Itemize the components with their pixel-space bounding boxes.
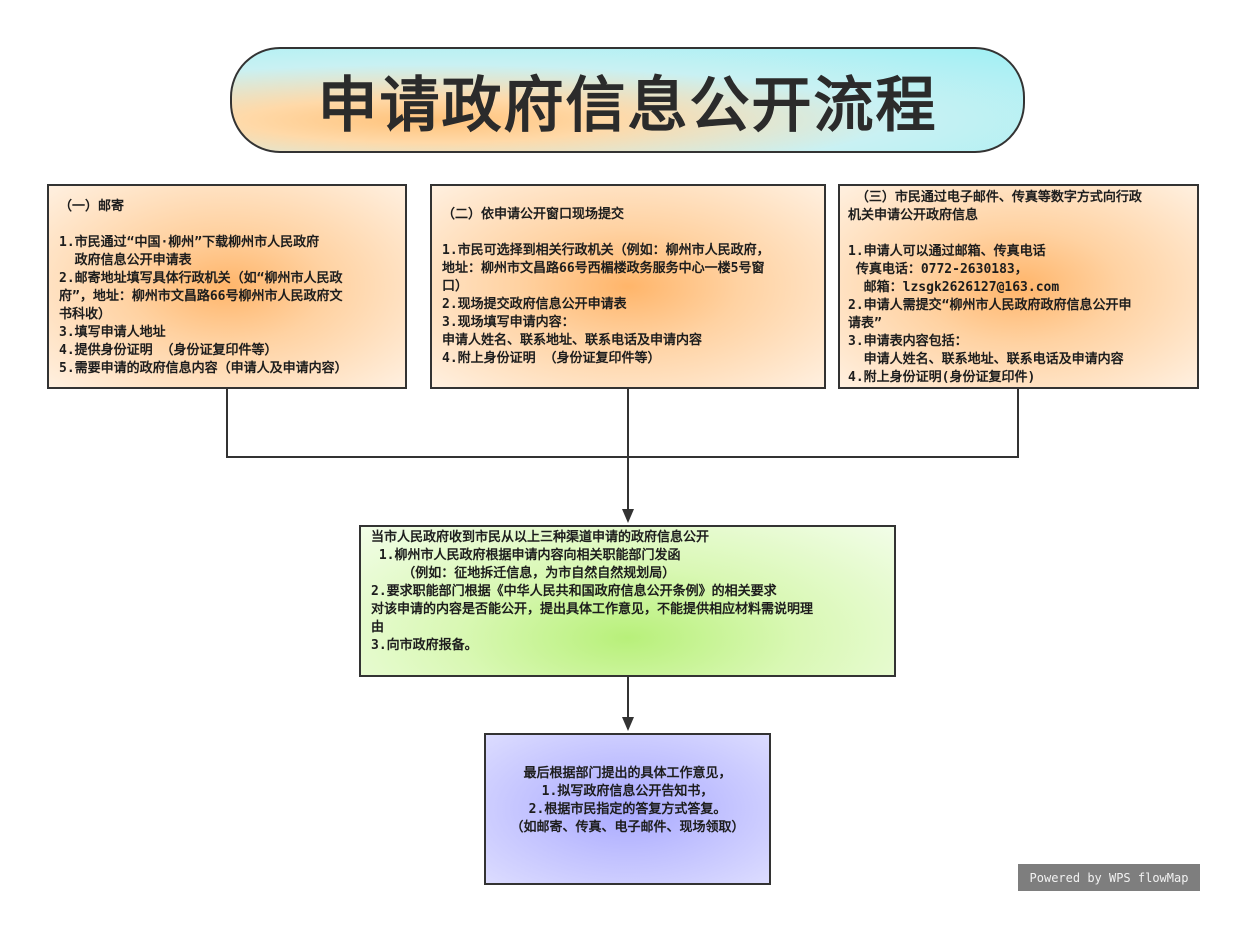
box-line: 请表” [848, 316, 882, 331]
box-line: 由 [371, 620, 385, 635]
channel-window-box: （二）依申请公开窗口现场提交 1.市民可选择到相关行政机关（例如：柳州市人民政府… [430, 184, 826, 389]
box-line: 书科收） [59, 307, 112, 322]
box-line: 1.柳州市人民政府根据申请内容向相关职能部门发函 [371, 548, 681, 563]
box-line: 申请人姓名、联系地址、联系电话及申请内容 [442, 333, 703, 348]
box-line: 邮箱：lzsgk2626127@163.com [848, 280, 1060, 295]
box-line [848, 225, 1191, 243]
box-line: 3.现场填写申请内容： [442, 315, 575, 330]
box-line: 最后根据部门提出的具体工作意见， [523, 766, 732, 781]
box-line: 府”，地址：柳州市文昌路66号柳州市人民政府文 [59, 289, 343, 304]
box-line: 1.市民通过“中国·柳州”下载柳州市人民政府 [59, 235, 320, 250]
box-line: 3.填写申请人地址 [59, 325, 166, 340]
box-line: 机关申请公开政府信息 [848, 208, 979, 223]
box-heading: （二）依申请公开窗口现场提交 [442, 207, 625, 222]
box-line: 地址：柳州市文昌路66号西楣楼政务服务中心一楼5号窗 [442, 261, 765, 276]
box-line: 4.提供身份证明 （身份证复印件等） [59, 343, 278, 358]
arrowhead-final [622, 717, 634, 731]
title-banner: 申请政府信息公开流程 [230, 47, 1025, 153]
box-line: 3.向市政府报备。 [371, 638, 478, 653]
channel-digital-box: （三）市民通过电子邮件、传真等数字方式向行政 机关申请公开政府信息 1.申请人可… [838, 184, 1199, 389]
box-line: 当市人民政府收到市民从以上三种渠道申请的政府信息公开 [371, 530, 710, 545]
box-line: 2.根据市民指定的答复方式答复。 [528, 802, 727, 817]
box-line: 1.市民可选择到相关行政机关（例如：柳州市人民政府， [442, 243, 770, 258]
box-heading: （三）市民通过电子邮件、传真等数字方式向行政 [848, 190, 1142, 205]
page-title: 申请政府信息公开流程 [317, 70, 938, 141]
box-line: 传真电话：0772-2630183， [848, 262, 1028, 277]
box-line: 5.需要申请的政府信息内容（申请人及申请内容） [59, 361, 348, 376]
box-line: 2.现场提交政府信息公开申请表 [442, 297, 627, 312]
box-heading: （一）邮寄 [59, 199, 125, 214]
box-line [59, 216, 397, 234]
box-line: 3.申请表内容包括： [848, 334, 968, 349]
box-line: 2.邮寄地址填写具体行政机关（如“柳州市人民政 [59, 271, 343, 286]
box-line: （例如：征地拆迁信息，为市自然自然规划局） [371, 566, 676, 581]
box-line: 4.附上身份证明 （身份证复印件等） [442, 351, 661, 366]
channel-mail-box: （一）邮寄 1.市民通过“中国·柳州”下载柳州市人民政府 政府信息公开申请表 2… [47, 184, 407, 389]
box-line: 2.要求职能部门根据《中华人民共和国政府信息公开条例》的相关要求 [371, 584, 777, 599]
process-box: 当市人民政府收到市民从以上三种渠道申请的政府信息公开 1.柳州市人民政府根据申请… [359, 525, 896, 677]
box-line: 2.申请人需提交“柳州市人民政府政府信息公开申 [848, 298, 1132, 313]
box-line: 对该申请的内容是否能公开，提出具体工作意见，不能提供相应材料需说明理 [371, 602, 814, 617]
box-line: 4.附上身份证明(身份证复印件) [848, 370, 1036, 385]
box-line [442, 224, 816, 242]
arrowhead-process [622, 509, 634, 523]
box-line: 政府信息公开申请表 [59, 253, 192, 268]
box-line: 1.拟写政府信息公开告知书， [541, 784, 714, 799]
final-box: 最后根据部门提出的具体工作意见， 1.拟写政府信息公开告知书， 2.根据市民指定… [484, 733, 771, 885]
box-line: 1.申请人可以通过邮箱、传真电话 [848, 244, 1046, 259]
box-line: （如邮寄、传真、电子邮件、现场领取） [510, 820, 745, 835]
box-line: 申请人姓名、联系地址、联系电话及申请内容 [848, 352, 1124, 367]
wps-watermark: Powered by WPS flowMap [1018, 864, 1200, 891]
box-line: 口） [442, 279, 469, 294]
connector-mail [226, 389, 1019, 458]
